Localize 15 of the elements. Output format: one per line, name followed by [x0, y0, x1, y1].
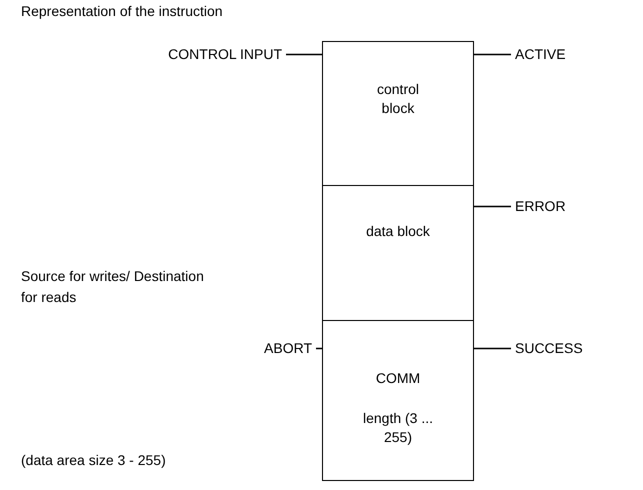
block-text: COMM: [374, 369, 422, 388]
instruction-block: [322, 185, 474, 321]
instruction-block: [322, 320, 474, 481]
signal-line: [316, 348, 322, 350]
instruction-block: [322, 41, 474, 186]
signal-line: [474, 54, 511, 56]
block-text: data block: [365, 222, 431, 241]
signal-line: [474, 348, 511, 350]
note-text: Source for writes/ Destination for reads: [21, 267, 205, 307]
signal-line: [474, 206, 511, 208]
signal-line: [286, 54, 322, 56]
block-text: length (3 ... 255): [362, 409, 434, 447]
note-text: (data area size 3 - 255): [21, 451, 167, 470]
block-text: control block: [376, 80, 420, 118]
diagram-title: Representation of the instruction: [21, 2, 223, 21]
